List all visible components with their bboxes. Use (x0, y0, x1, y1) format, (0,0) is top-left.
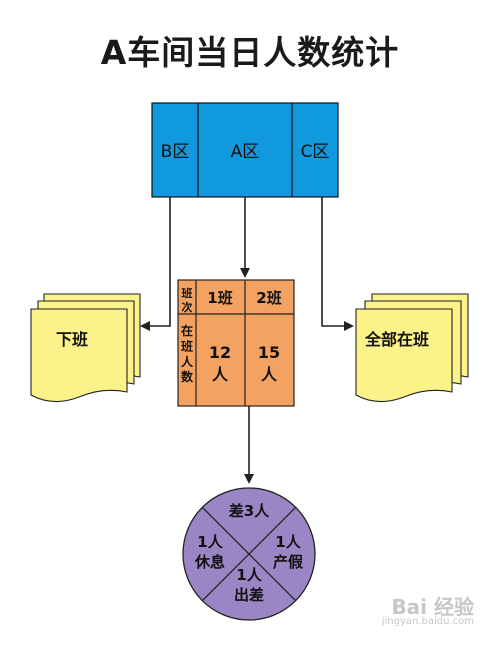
zone-a-label: A区 (231, 142, 260, 162)
off-duty-label: 下班 (56, 330, 88, 349)
shift-table: 班次 在班人数 1班 2班 12 人 15 人 (177, 279, 295, 407)
pie-shortage-label: 差3人 (229, 502, 270, 520)
shift-1-name: 1班 (207, 289, 232, 307)
shift-2-unit: 人 (261, 365, 278, 384)
pie-maternity-count: 1人 (275, 533, 301, 551)
zones-block-background (151, 102, 339, 198)
doc-sheet-front (355, 308, 453, 403)
absence-pie: 差3人 1人 休息 1人 产假 1人 出差 (182, 487, 316, 621)
watermark-brand: Bai 经验 (391, 595, 474, 619)
watermark: Bai 经验 jingyan.baidu.com (360, 591, 480, 631)
shift-2-count: 15 (258, 343, 280, 362)
diagram-title: A车间当日人数统计 (100, 33, 400, 72)
pie-rest-count: 1人 (197, 533, 223, 551)
off-duty-doc-stack: 下班 (30, 293, 141, 403)
arrow-zone-b-to-off-duty (140, 197, 171, 331)
zone-b-label: B区 (161, 142, 190, 162)
zones-block: B区 A区 C区 (151, 102, 339, 198)
all-on-duty-doc-stack: 全部在班 (355, 293, 469, 403)
shift-1-unit: 人 (212, 365, 229, 384)
shift-1-count: 12 (209, 343, 231, 362)
watermark-url: jingyan.baidu.com (381, 616, 474, 627)
shift-table-background (177, 279, 295, 407)
doc-sheet-front (30, 308, 128, 403)
pie-business-trip-reason: 出差 (234, 586, 264, 604)
table-header-label: 班次 (182, 286, 193, 314)
pie-business-trip-count: 1人 (236, 566, 262, 584)
zone-c-label: C区 (301, 142, 330, 162)
all-on-duty-label: 全部在班 (364, 330, 429, 349)
connectors (140, 197, 354, 484)
arrow-zone-c-to-all-on-duty (321, 197, 354, 331)
pie-rest-reason: 休息 (194, 553, 225, 571)
table-row-label: 在班人数 (181, 323, 194, 384)
pie-maternity-reason: 产假 (273, 553, 304, 571)
shift-2-name: 2班 (256, 289, 281, 307)
pie-divider-b (201, 506, 297, 602)
